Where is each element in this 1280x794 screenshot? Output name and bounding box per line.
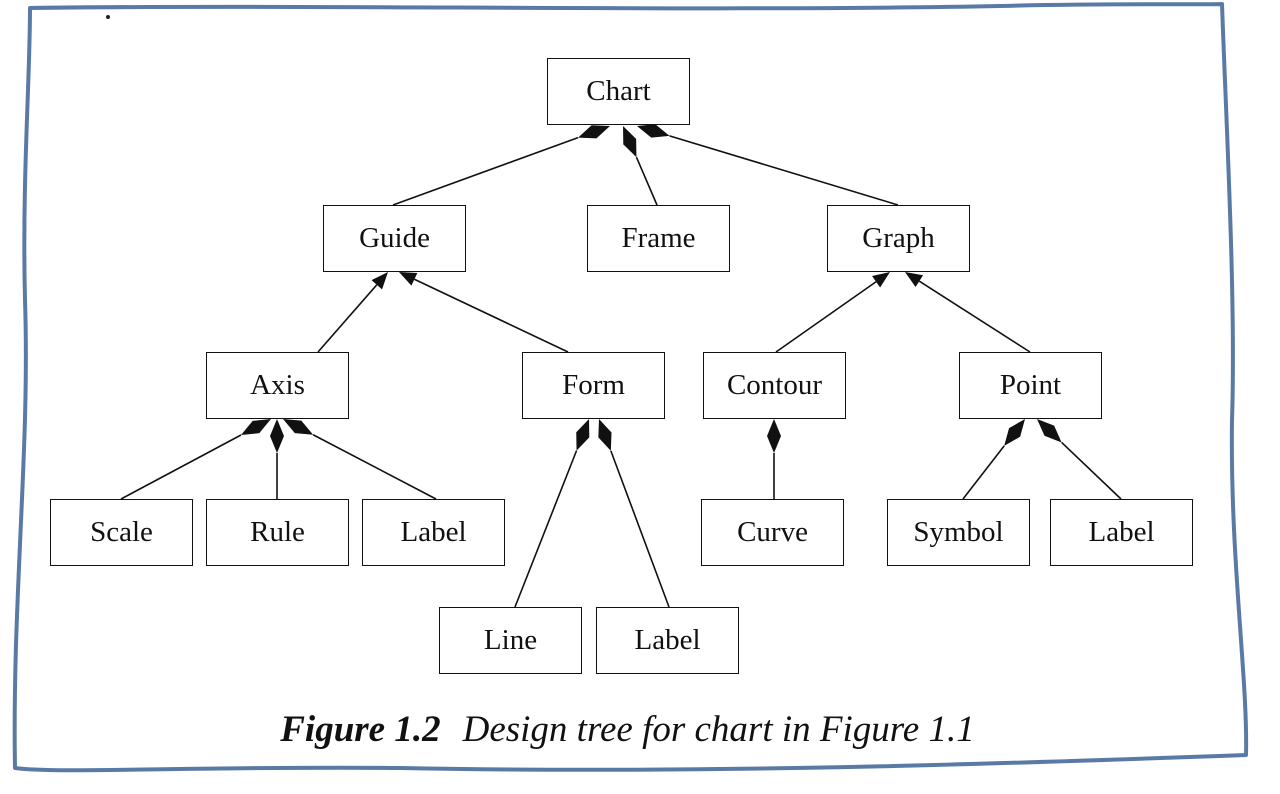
- edge-guide-chart: [392, 136, 579, 206]
- generalization-arrowhead-form-guide: [399, 272, 418, 286]
- aggregation-diamond-point_label-point: [1037, 419, 1062, 443]
- hand-drawn-border: [12, 2, 1249, 773]
- edge-scale-axis: [120, 434, 242, 500]
- aggregation-diamond-curve-contour: [767, 419, 781, 453]
- aggregation-diamond-frame-chart: [623, 126, 637, 158]
- stray-dot: [106, 15, 110, 19]
- node-guide[interactable]: Guide: [323, 205, 466, 272]
- node-axis[interactable]: Axis: [206, 352, 349, 419]
- generalization-arrowhead-point-graph: [905, 272, 924, 288]
- figure-caption-text: Design tree for chart in Figure 1.1: [462, 709, 975, 750]
- edge-contour-graph: [775, 281, 877, 353]
- node-form[interactable]: Form: [522, 352, 665, 419]
- generalization-arrowhead-contour-graph: [872, 272, 890, 288]
- edge-line-form: [514, 450, 578, 608]
- aggregation-diamond-rule-axis: [270, 419, 284, 453]
- edge-form_label-form: [610, 450, 670, 608]
- node-symbol[interactable]: Symbol: [887, 499, 1030, 566]
- aggregation-diamond-symbol-point: [1004, 419, 1025, 446]
- node-line[interactable]: Line: [439, 607, 582, 674]
- edge-point_label-point: [1061, 441, 1122, 500]
- aggregation-diamond-form_label-form: [598, 419, 612, 451]
- node-point[interactable]: Point: [959, 352, 1102, 419]
- node-point-label[interactable]: Label: [1050, 499, 1193, 566]
- edge-frame-chart: [635, 156, 658, 206]
- edge-axis-guide: [317, 284, 378, 353]
- node-axis-label[interactable]: Label: [362, 499, 505, 566]
- edge-form-guide: [414, 278, 569, 353]
- node-curve[interactable]: Curve: [701, 499, 844, 566]
- node-scale[interactable]: Scale: [50, 499, 193, 566]
- node-graph[interactable]: Graph: [827, 205, 970, 272]
- edge-point-graph: [918, 280, 1031, 353]
- aggregation-diamond-line-form: [576, 419, 590, 451]
- aggregation-diamond-graph-chart: [637, 124, 670, 138]
- aggregation-diamond-scale-axis: [241, 419, 271, 435]
- node-chart[interactable]: Chart: [547, 58, 690, 125]
- node-contour[interactable]: Contour: [703, 352, 846, 419]
- aggregation-diamond-axis_label-axis: [283, 419, 314, 435]
- generalization-arrowhead-axis-guide: [371, 272, 388, 290]
- node-form-label[interactable]: Label: [596, 607, 739, 674]
- figure-number: Figure 1.2: [280, 709, 441, 750]
- edge-symbol-point: [962, 445, 1005, 500]
- aggregation-diamond-guide-chart: [578, 125, 610, 139]
- edge-axis_label-axis: [312, 434, 437, 500]
- edge-graph-chart: [669, 135, 899, 206]
- edges-layer: [120, 124, 1122, 608]
- node-frame[interactable]: Frame: [587, 205, 730, 272]
- figure-caption: Figure 1.2 Design tree for chart in Figur…: [0, 708, 1255, 751]
- node-rule[interactable]: Rule: [206, 499, 349, 566]
